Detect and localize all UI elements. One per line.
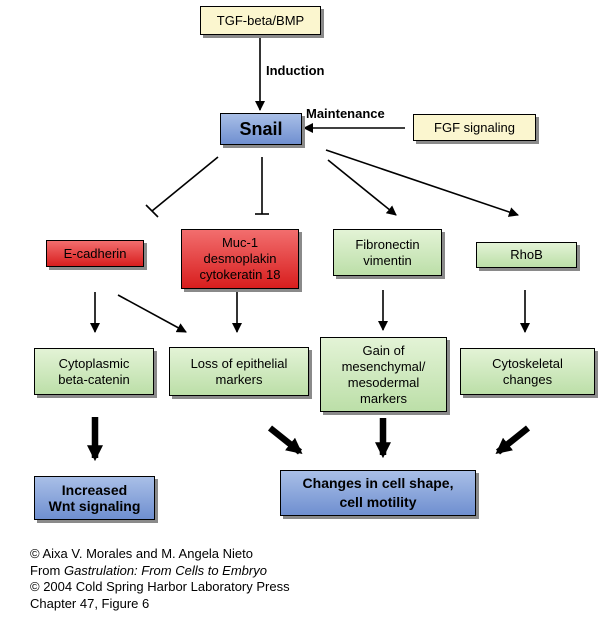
node-cytoskeletal-changes: Cytoskeletal changes [460, 348, 595, 395]
label-induction: Induction [266, 63, 325, 78]
arrow-loss-to-shape [267, 425, 303, 455]
node-increased-wnt-signaling: Increased Wnt signaling [34, 476, 155, 520]
inhibit-bar-ecadherin [145, 204, 159, 218]
arrow-snail-to-fibronectin [327, 159, 397, 216]
node-e-cadherin: E-cadherin [46, 240, 144, 267]
node-fgf-signaling: FGF signaling [413, 114, 536, 141]
arrow-skel-to-shape [495, 425, 531, 455]
node-rhob: RhoB [476, 242, 577, 268]
arrow-snail-to-rhob [325, 149, 519, 217]
node-changes-in-cell-shape: Changes in cell shape, cell motility [280, 470, 476, 516]
node-tgf-beta-bmp: TGF-beta/BMP [200, 6, 321, 35]
credit-line-source: From Gastrulation: From Cells to Embryo [30, 562, 267, 578]
node-cytoplasmic-beta-catenin: Cytoplasmic beta-catenin [34, 348, 154, 395]
credit-line-publisher: © 2004 Cold Spring Harbor Laboratory Pre… [30, 579, 290, 594]
copyright-credits: © Aixa V. Morales and M. Angela Nieto Fr… [30, 546, 290, 612]
arrow-ecad-to-loss [117, 294, 187, 333]
label-maintenance: Maintenance [306, 106, 385, 121]
node-loss-of-epithelial-markers: Loss of epithelial markers [169, 347, 309, 396]
node-fibronectin-vimentin: Fibronectin vimentin [333, 229, 442, 276]
node-muc1-desmoplakin-cytokeratin: Muc-1 desmoplakin cytokeratin 18 [181, 229, 299, 289]
node-gain-of-mesenchymal-markers: Gain of mesenchymal/ mesodermal markers [320, 337, 447, 412]
credit-line-authors: © Aixa V. Morales and M. Angela Nieto [30, 546, 253, 561]
node-snail: Snail [220, 113, 302, 145]
inhibit-snail-ecadherin [151, 156, 219, 212]
credit-line-chapter: Chapter 47, Figure 6 [30, 595, 150, 611]
credit-book-title: Gastrulation: From Cells to Embryo [63, 562, 267, 578]
